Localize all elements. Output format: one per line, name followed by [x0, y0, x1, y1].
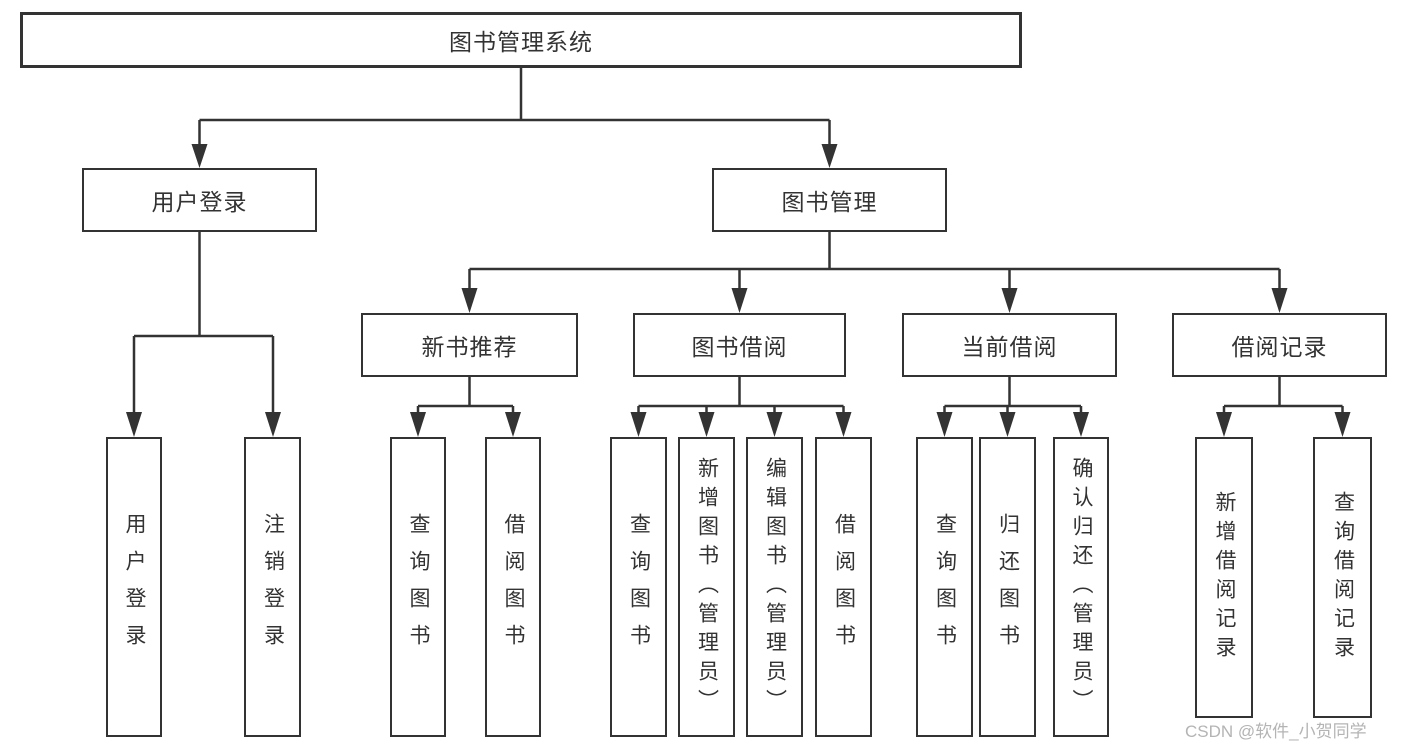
leaf-return-book: 归还图书	[979, 437, 1036, 737]
node-new-book-recommend-label: 新书推荐	[421, 334, 518, 360]
leaf-borrow-book-label: 借阅图书	[832, 513, 856, 661]
leaf-user-login-label: 用户登录	[123, 513, 146, 661]
node-new-book-recommend: 新书推荐	[361, 313, 578, 377]
node-book-borrowing-label: 图书借阅	[691, 334, 788, 360]
leaf-edit-book-admin: 编辑图书（管理员）	[746, 437, 803, 737]
leaf-edit-book-admin-label: 编辑图书（管理员）	[763, 456, 787, 718]
leaf-user-login: 用户登录	[106, 437, 162, 737]
leaf-return-book-label: 归还图书	[996, 513, 1020, 661]
arrowheads	[126, 144, 1351, 437]
node-user-login: 用户登录	[82, 168, 317, 232]
leaf-borrow-book: 借阅图书	[815, 437, 872, 737]
node-borrowing-records-label: 借阅记录	[1231, 334, 1328, 360]
node-root: 图书管理系统	[20, 12, 1022, 68]
watermark: CSDN @软件_小贺同学	[1185, 722, 1367, 741]
leaf-add-borrow-record: 新增借阅记录	[1195, 437, 1253, 718]
leaf-borrow-books-recommend: 借阅图书	[485, 437, 541, 737]
leaf-add-book-admin: 新增图书（管理员）	[678, 437, 735, 737]
node-current-borrowing: 当前借阅	[902, 313, 1117, 377]
leaf-query-books-recommend: 查询图书	[390, 437, 446, 737]
node-book-management-label: 图书管理	[781, 189, 878, 215]
node-current-borrowing-label: 当前借阅	[961, 334, 1058, 360]
leaf-query-books-recommend-label: 查询图书	[407, 513, 430, 661]
leaf-add-borrow-record-label: 新增借阅记录	[1213, 490, 1236, 665]
leaf-add-book-admin-label: 新增图书（管理员）	[695, 456, 719, 718]
node-book-borrowing: 图书借阅	[633, 313, 846, 377]
node-borrowing-records: 借阅记录	[1172, 313, 1387, 377]
node-user-login-label: 用户登录	[151, 189, 248, 215]
leaf-query-books-current-label: 查询图书	[933, 513, 957, 661]
leaf-logout-label: 注销登录	[261, 513, 285, 661]
node-book-management: 图书管理	[712, 168, 947, 232]
leaf-confirm-return-admin-label: 确认归还（管理员）	[1070, 456, 1093, 718]
node-root-label: 图书管理系统	[449, 29, 593, 55]
leaf-query-borrow-record-label: 查询借阅记录	[1331, 490, 1355, 665]
leaf-borrow-books-recommend-label: 借阅图书	[502, 513, 525, 661]
leaf-query-borrow-record: 查询借阅记录	[1313, 437, 1372, 718]
leaf-query-books-borrowing-label: 查询图书	[627, 513, 651, 661]
leaf-confirm-return-admin: 确认归还（管理员）	[1053, 437, 1109, 737]
leaf-query-books-borrowing: 查询图书	[610, 437, 667, 737]
leaf-query-books-current: 查询图书	[916, 437, 973, 737]
leaf-logout: 注销登录	[244, 437, 301, 737]
